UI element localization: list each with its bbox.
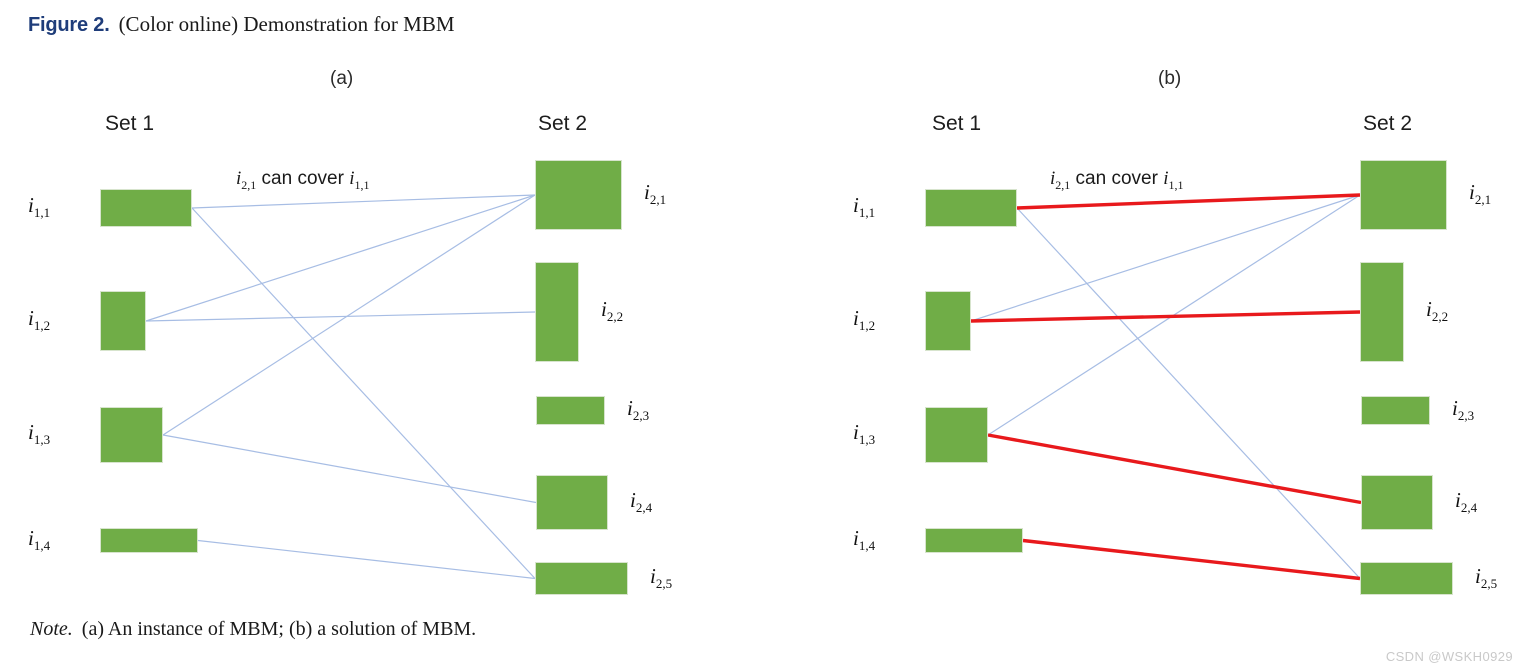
node-box-i-2-5	[1360, 562, 1453, 595]
node-box-i-1-1	[925, 189, 1017, 227]
node-label-i-1-2: i1,2	[28, 306, 51, 334]
node-label-i-2-3: i2,3	[1452, 395, 1475, 423]
panel-a-edges	[145, 194, 537, 580]
panel-a: (a) Set 1 Set 2 i1,1 i1,2 i1,3 i1,4 i2,1 i2,2…	[0, 0, 760, 670]
node-box-i-1-4	[925, 528, 1023, 553]
edge-1-4-to-2-5	[1022, 538, 1361, 581]
note-word: Note.	[30, 618, 73, 640]
node-box-i-2-3	[536, 396, 605, 425]
watermark: CSDN @WSKH0929	[1385, 649, 1513, 664]
node-box-i-2-4	[536, 475, 608, 530]
node-box-i-1-2	[100, 291, 146, 351]
edge-1-1-to-2-1	[1016, 193, 1361, 210]
panel-a-set1-title: Set 1	[105, 112, 155, 135]
panel-b-edges	[970, 193, 1362, 581]
node-label-i-2-1: i2,1	[644, 180, 667, 208]
node-box-i-2-4	[1361, 475, 1433, 530]
node-box-i-2-2	[535, 262, 579, 362]
node-label-i-2-2: i2,2	[1426, 297, 1449, 325]
node-box-i-1-3	[925, 407, 988, 463]
edge-1-2-to-2-2	[970, 310, 1361, 323]
edge-1-1-to-2-5	[1016, 207, 1361, 579]
panel-b-letter: (b)	[1158, 68, 1182, 89]
node-box-i-2-2	[1360, 262, 1404, 362]
edge-1-3-to-2-4	[987, 433, 1362, 505]
node-label-i-1-2: i1,2	[853, 306, 876, 334]
edge-1-1-to-2-1	[191, 194, 536, 209]
figure-caption: Figure 2. (Color online) Demonstration fo…	[28, 12, 455, 37]
node-box-i-2-1	[535, 160, 622, 230]
node-label-i-2-5: i2,5	[1475, 563, 1498, 591]
edge-1-1-to-2-5	[191, 207, 536, 579]
edge-1-2-to-2-1	[970, 194, 1361, 322]
node-box-i-2-3	[1361, 396, 1430, 425]
edge-1-3-to-2-4	[162, 434, 537, 504]
node-label-i-1-1: i1,1	[853, 193, 876, 221]
edge-1-2-to-2-2	[145, 311, 536, 322]
node-box-i-1-4	[100, 528, 198, 553]
node-label-i-1-3: i1,3	[853, 420, 876, 448]
figure-caption-text: (Color online) Demonstration for MBM	[118, 12, 455, 36]
node-label-i-1-4: i1,4	[853, 525, 876, 553]
edge-1-3-to-2-1	[162, 194, 536, 436]
node-label-i-2-1: i2,1	[1469, 180, 1492, 208]
note-text: (a) An instance of MBM; (b) a solution o…	[81, 618, 477, 640]
figure-note: Note. (a) An instance of MBM; (b) a solut…	[30, 618, 476, 641]
edge-1-2-to-2-1	[145, 194, 536, 322]
node-label-i-2-2: i2,2	[601, 297, 624, 325]
node-label-i-1-3: i1,3	[28, 420, 51, 448]
panel-b-edge-annotation: i2,1 can cover i1,1	[1050, 168, 1184, 192]
panel-a-edge-annotation: i2,1 can cover i1,1	[236, 168, 370, 192]
node-label-i-2-3: i2,3	[627, 395, 650, 423]
panel-b: (b) Set 1 Set 2 i1,1 i1,2 i1,3 i1,4 i2,1 i2,2…	[760, 0, 1525, 670]
panel-b-set1-title: Set 1	[932, 112, 982, 135]
panel-b-set2-title: Set 2	[1363, 112, 1413, 135]
panel-a-set2-title: Set 2	[538, 112, 588, 135]
panel-a-letter: (a)	[330, 68, 354, 89]
edge-1-4-to-2-5	[197, 539, 536, 580]
node-box-i-2-5	[535, 562, 628, 595]
node-box-i-1-3	[100, 407, 163, 463]
node-label-i-2-5: i2,5	[650, 563, 673, 591]
node-box-i-1-2	[925, 291, 971, 351]
figure-number: Figure 2.	[28, 14, 110, 36]
node-label-i-2-4: i2,4	[630, 487, 653, 515]
node-box-i-1-1	[100, 189, 192, 227]
node-label-i-1-4: i1,4	[28, 525, 51, 553]
node-label-i-2-4: i2,4	[1455, 487, 1478, 515]
node-box-i-2-1	[1360, 160, 1447, 230]
node-label-i-1-1: i1,1	[28, 193, 51, 221]
